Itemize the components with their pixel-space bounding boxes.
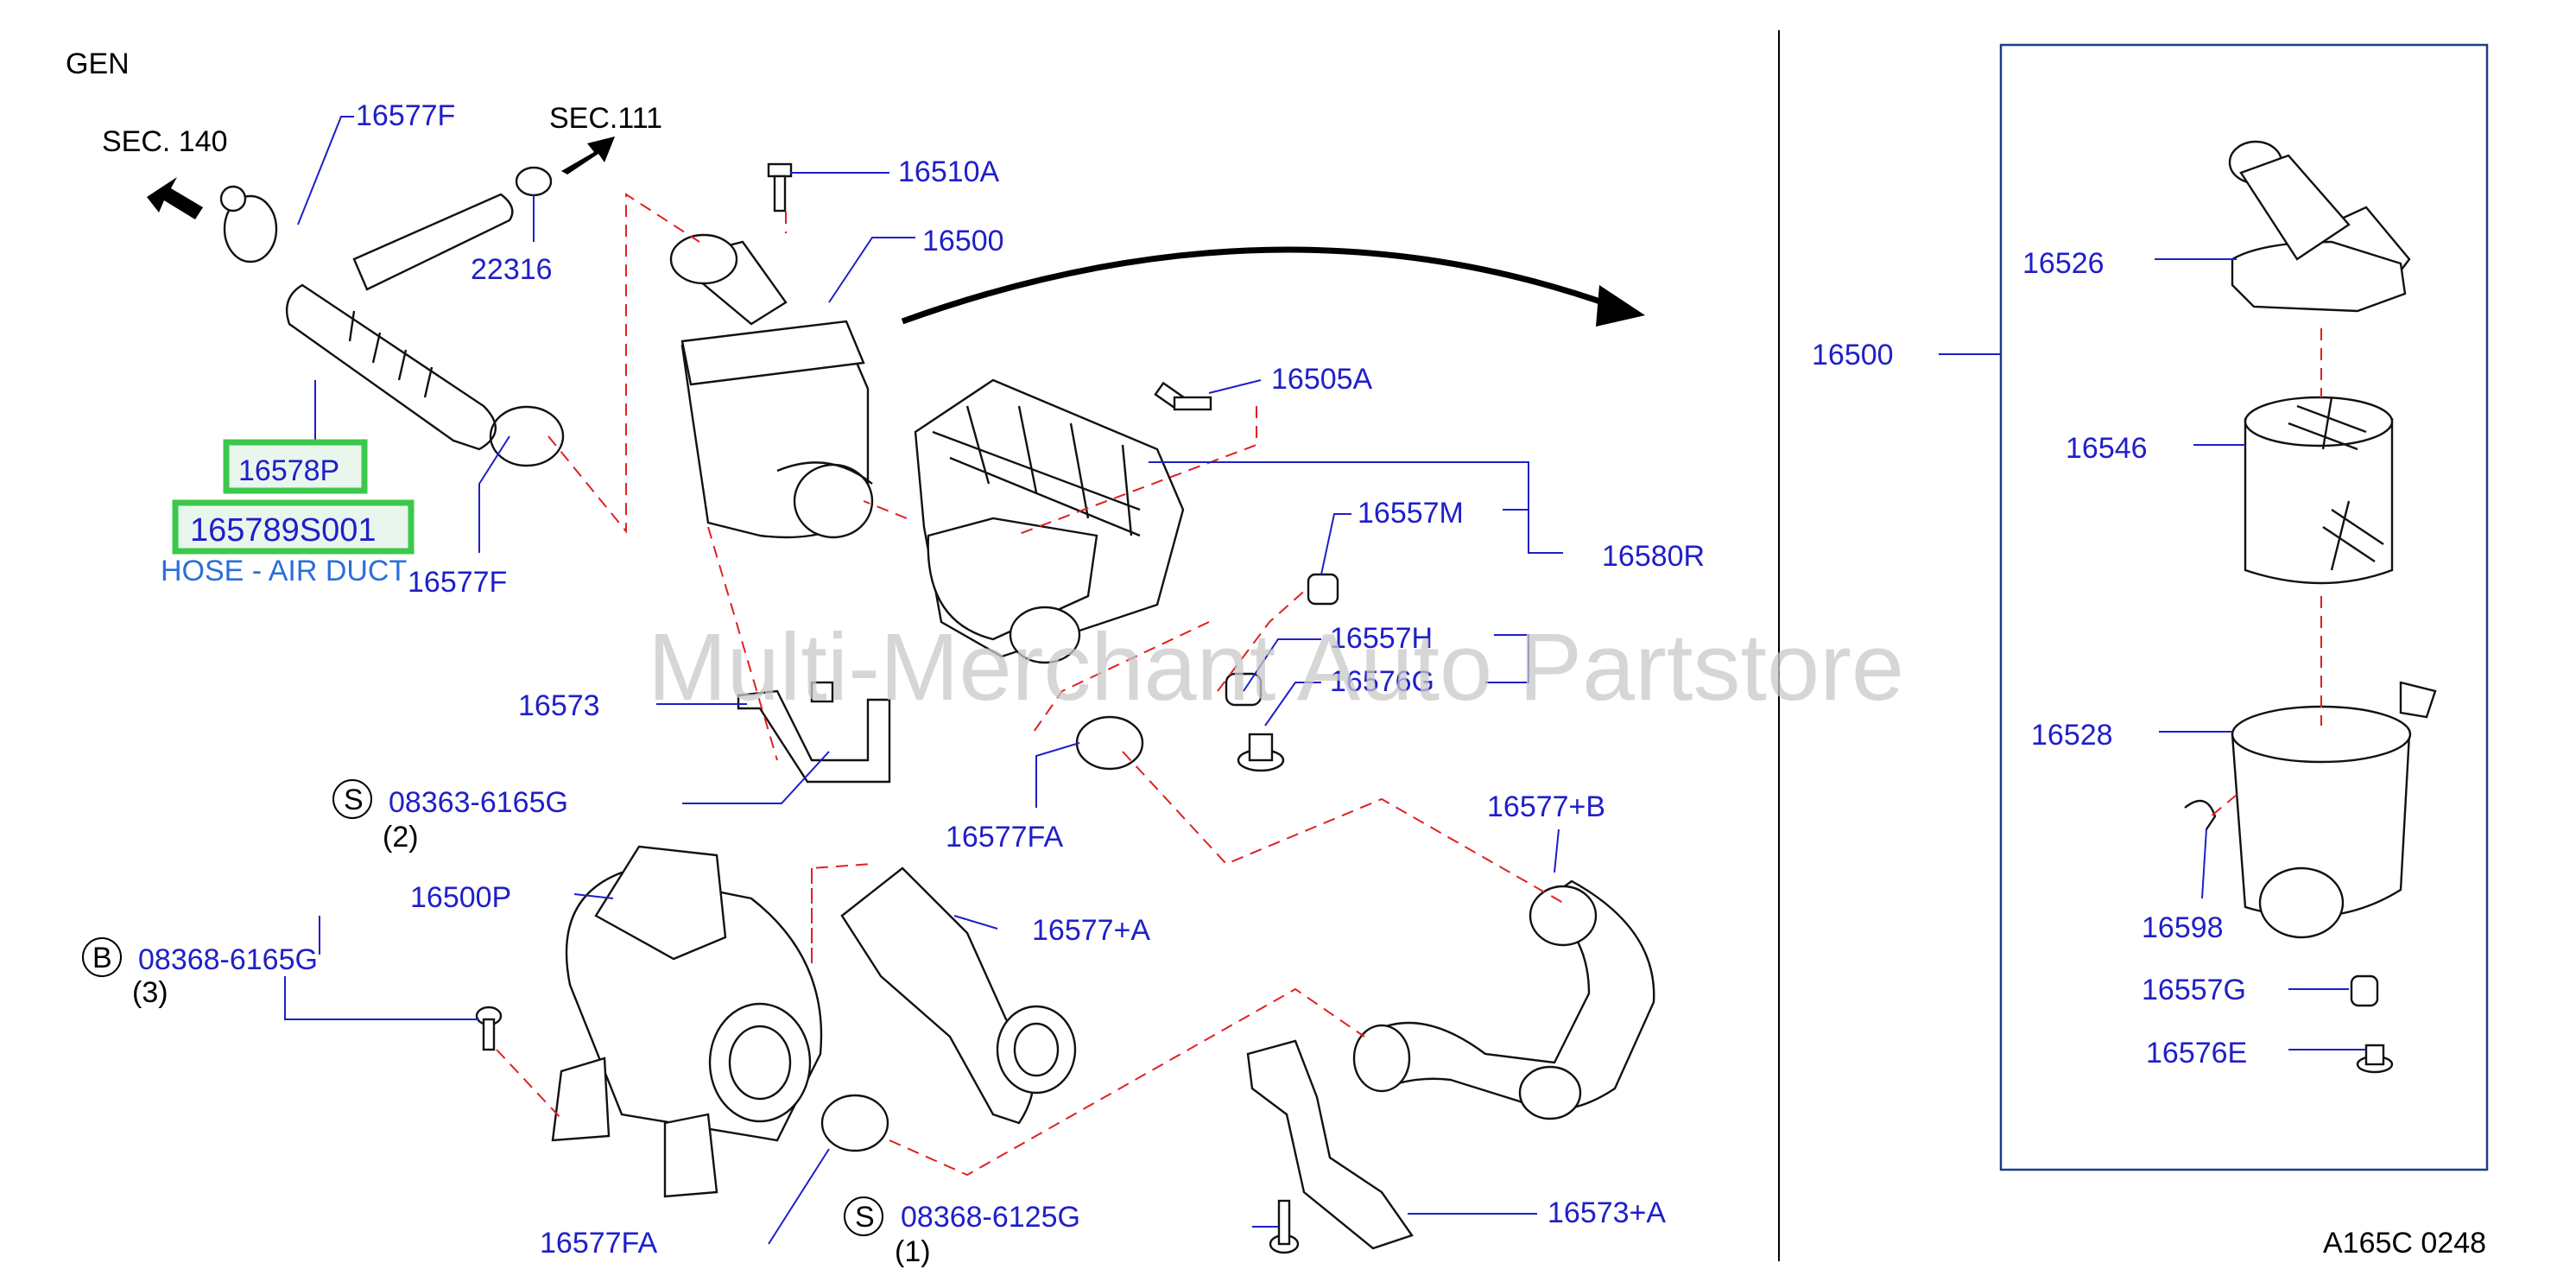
air-inlet-16500P-drawing: [551, 845, 823, 1198]
callout-16577FA-bottom[interactable]: 16577FA: [540, 1227, 657, 1260]
symbol-s-2: S: [844, 1196, 883, 1236]
arrow-left-icon: [147, 177, 203, 219]
callout-16580R[interactable]: 16580R: [1602, 540, 1705, 573]
model-label: GEN: [66, 48, 130, 80]
qty-08368-6125G: (1): [895, 1235, 931, 1268]
section-ref-right[interactable]: SEC.111: [549, 102, 662, 135]
hose-16577B-drawing: [1352, 879, 1655, 1120]
callout-16500-left[interactable]: 16500: [922, 225, 1004, 257]
callout-16557H[interactable]: 16557H: [1330, 622, 1433, 655]
callout-16500-right[interactable]: 16500: [1812, 339, 1894, 371]
duct-16577A-drawing: [840, 866, 1077, 1125]
clip-16598-drawing: [2184, 799, 2217, 830]
callout-08363-6165G[interactable]: 08363-6165G: [389, 786, 568, 819]
callout-16576G[interactable]: 16576G: [1330, 665, 1434, 698]
clamp-bottom-drawing: [820, 1094, 889, 1152]
clamp-16577FA-drawing: [1075, 715, 1144, 771]
grommet-16557G-drawing: [2350, 974, 2379, 1007]
air-cleaner-upper-drawing: [669, 233, 874, 539]
callout-16557M[interactable]: 16557M: [1358, 497, 1464, 530]
resonator-drawing: [914, 378, 1185, 664]
collar-16576G-drawing: [1237, 733, 1285, 772]
callout-16573A[interactable]: 16573+A: [1547, 1196, 1666, 1229]
curved-arrow-icon: [901, 246, 1645, 327]
callout-16526[interactable]: 16526: [2022, 247, 2104, 280]
grommet-16557H-drawing: [1225, 672, 1263, 707]
collar-16576E-drawing: [2356, 1044, 2394, 1074]
qty-08368-6165G: (3): [132, 976, 168, 1009]
air-cleaner-cover-16526-drawing: [2228, 140, 2411, 313]
svg-text:S: S: [344, 784, 364, 816]
part-number-highlight-16578P[interactable]: 16578P: [238, 454, 339, 487]
watermark: Multi-Merchant Auto Partstore: [648, 614, 1904, 720]
screw-08368-6125G-drawing: [1269, 1199, 1300, 1254]
callout-08368-6125G[interactable]: 08368-6125G: [901, 1201, 1080, 1234]
callout-16500P[interactable]: 16500P: [410, 881, 511, 914]
assembly-lines: [496, 193, 2322, 1177]
callout-22316[interactable]: 22316: [471, 253, 553, 286]
filter-element-16546-drawing: [2244, 396, 2394, 585]
bolt-16510A-drawing: [767, 162, 793, 213]
bracket-16573A-drawing: [1246, 1039, 1414, 1250]
callout-16546[interactable]: 16546: [2066, 432, 2148, 465]
grommet-16557M-drawing: [1307, 573, 1339, 606]
callout-16528[interactable]: 16528: [2031, 719, 2113, 752]
air-duct-hose-drawing: [219, 185, 514, 451]
symbol-b-1: B: [82, 937, 122, 977]
callout-16577F-bottom[interactable]: 16577F: [408, 566, 507, 599]
svg-text:S: S: [855, 1201, 875, 1234]
bolt-08368-6165G-drawing: [475, 1006, 503, 1051]
callout-16573[interactable]: 16573: [518, 689, 600, 722]
qty-08363-6165G: (2): [383, 821, 419, 854]
bolt-16505A-drawing: [1154, 381, 1212, 411]
callout-16577FA-mid[interactable]: 16577FA: [946, 821, 1063, 854]
callout-16576E[interactable]: 16576E: [2146, 1037, 2247, 1069]
part-number-highlight-165789S001[interactable]: 165789S001: [190, 512, 377, 549]
bracket-16573-drawing: [737, 681, 891, 784]
leader-lines: [284, 116, 2366, 1245]
diagram-code: A165C 0248: [2323, 1227, 2486, 1260]
callout-16598[interactable]: 16598: [2142, 911, 2224, 944]
callout-16510A[interactable]: 16510A: [898, 155, 1000, 188]
callout-08368-6165G[interactable]: 08368-6165G: [138, 943, 318, 976]
highlight-box-2: [172, 499, 415, 555]
symbol-s-1: S: [332, 779, 372, 819]
part-description: HOSE - AIR DUCT: [161, 555, 407, 587]
callout-16577F-top[interactable]: 16577F: [356, 99, 455, 132]
highlight-box-1: [223, 439, 368, 494]
callout-16505A[interactable]: 16505A: [1271, 363, 1373, 396]
hose-clamp-drawing: [489, 166, 565, 467]
callout-16577A[interactable]: 16577+A: [1032, 914, 1150, 947]
section-ref-left[interactable]: SEC. 140: [102, 125, 228, 158]
air-cleaner-lower-16528-drawing: [2231, 681, 2437, 939]
callout-16557G[interactable]: 16557G: [2142, 974, 2246, 1006]
assembly-box: [1999, 43, 2489, 1171]
callout-16577B[interactable]: 16577+B: [1487, 790, 1605, 823]
arrow-right-icon: [561, 136, 615, 175]
svg-text:B: B: [92, 942, 112, 974]
